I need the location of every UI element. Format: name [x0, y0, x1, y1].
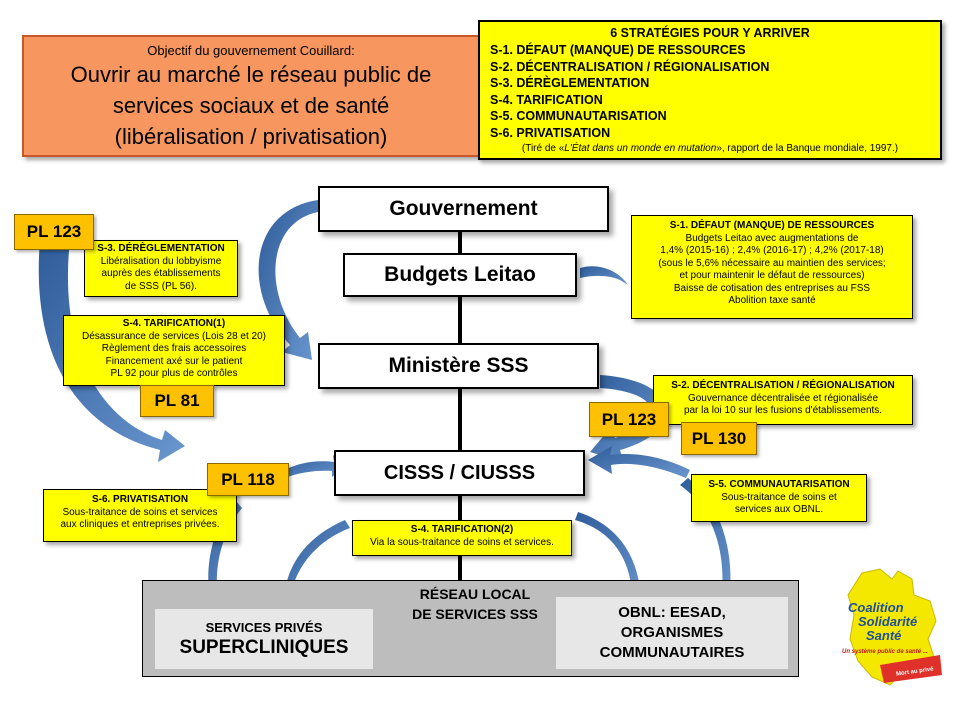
note-s4-tarification-1: S-4. TARIFICATION(1) Désassurance de ser… [63, 315, 285, 386]
strategy-item: S-2. DÉCENTRALISATION / RÉGIONALISATION [490, 59, 770, 74]
bill-pl123-right: PL 123 [589, 402, 669, 437]
note-s6: S-6. PRIVATISATION Sous-traitance de soi… [43, 489, 237, 542]
bill-pl81: PL 81 [140, 385, 214, 417]
note-title: S-4. TARIFICATION(2) [410, 524, 514, 535]
strategies-box: 6 STRATÉGIES POUR Y ARRIVER S-1. DÉFAUT … [478, 20, 942, 160]
arrow-s5-to-cisss [588, 446, 690, 478]
quebec-map-icon [847, 568, 942, 686]
private-services-box: SERVICES PRIVÉS SUPERCLINIQUES [155, 609, 373, 669]
note-s3: S-3. DÉRÈGLEMENTATION Libéralisation du … [84, 240, 238, 297]
objective-line-3: (libéralisation / privatisation) [114, 124, 388, 149]
strategy-item: S-5. COMMUNAUTARISATION [490, 109, 667, 124]
objective-line-1: Ouvrir au marché le réseau public de [70, 62, 432, 87]
coalition-solidarite-sante-logo: Coalition Solidarité Santé Un système pu… [840, 565, 945, 690]
objective-intro: Objectif du gouvernement Couillard: [147, 43, 355, 58]
strategies-source: (Tiré de «L'État dans un monde en mutati… [521, 142, 899, 154]
arrow-ministere-to-cisss [590, 375, 667, 462]
strategy-item: S-3. DÉRÈGLEMENTATION [490, 76, 650, 91]
strategy-item: S-4. TARIFICATION [490, 92, 603, 107]
note-s4-tarification-2: S-4. TARIFICATION(2) Via la sous-traitan… [352, 520, 572, 556]
note-s2: S-2. DÉCENTRALISATION / RÉGIONALISATION … [653, 375, 913, 425]
cisss-box: CISSS / CIUSSS [334, 450, 585, 496]
bill-pl118: PL 118 [207, 463, 289, 496]
note-title: S-3. DÉRÈGLEMENTATION [97, 243, 225, 254]
ministere-box: Ministère SSS [318, 343, 599, 389]
bill-pl123-left: PL 123 [14, 214, 94, 250]
strategy-item: S-1. DÉFAUT (MANQUE) DE RESSOURCES [490, 43, 746, 57]
objective-line-2: services sociaux et de santé [112, 93, 390, 118]
arrow-budgets-curl [580, 266, 628, 285]
note-title: S-6. PRIVATISATION [91, 494, 189, 505]
note-title: S-1. DÉFAUT (MANQUE) DE RESSOURCES [669, 220, 875, 231]
strategy-item: S-6. PRIVATISATION [490, 125, 611, 140]
note-title: S-5. COMMUNAUTARISATION [708, 479, 850, 490]
strategies-title: 6 STRATÉGIES POUR Y ARRIVER [610, 26, 810, 40]
obnl-box: OBNL: EESAD, ORGANISMES COMMUNAUTAIRES [556, 597, 788, 669]
note-title: S-2. DÉCENTRALISATION / RÉGIONALISATION [671, 380, 895, 391]
arrow-pl118-to-cisss [285, 455, 345, 478]
bill-pl130: PL 130 [681, 422, 757, 455]
note-s1: S-1. DÉFAUT (MANQUE) DE RESSOURCES Budge… [631, 215, 913, 319]
gouvernement-box: Gouvernement [318, 186, 609, 232]
local-network-title: RÉSEAU LOCAL DE SERVICES SSS [412, 586, 538, 622]
note-title: S-4. TARIFICATION(1) [122, 318, 226, 329]
budgets-box: Budgets Leitao [343, 253, 577, 297]
objective-box: Objectif du gouvernement Couillard: Ouvr… [22, 35, 480, 157]
note-s5: S-5. COMMUNAUTARISATION Sous-traitance d… [691, 474, 867, 522]
